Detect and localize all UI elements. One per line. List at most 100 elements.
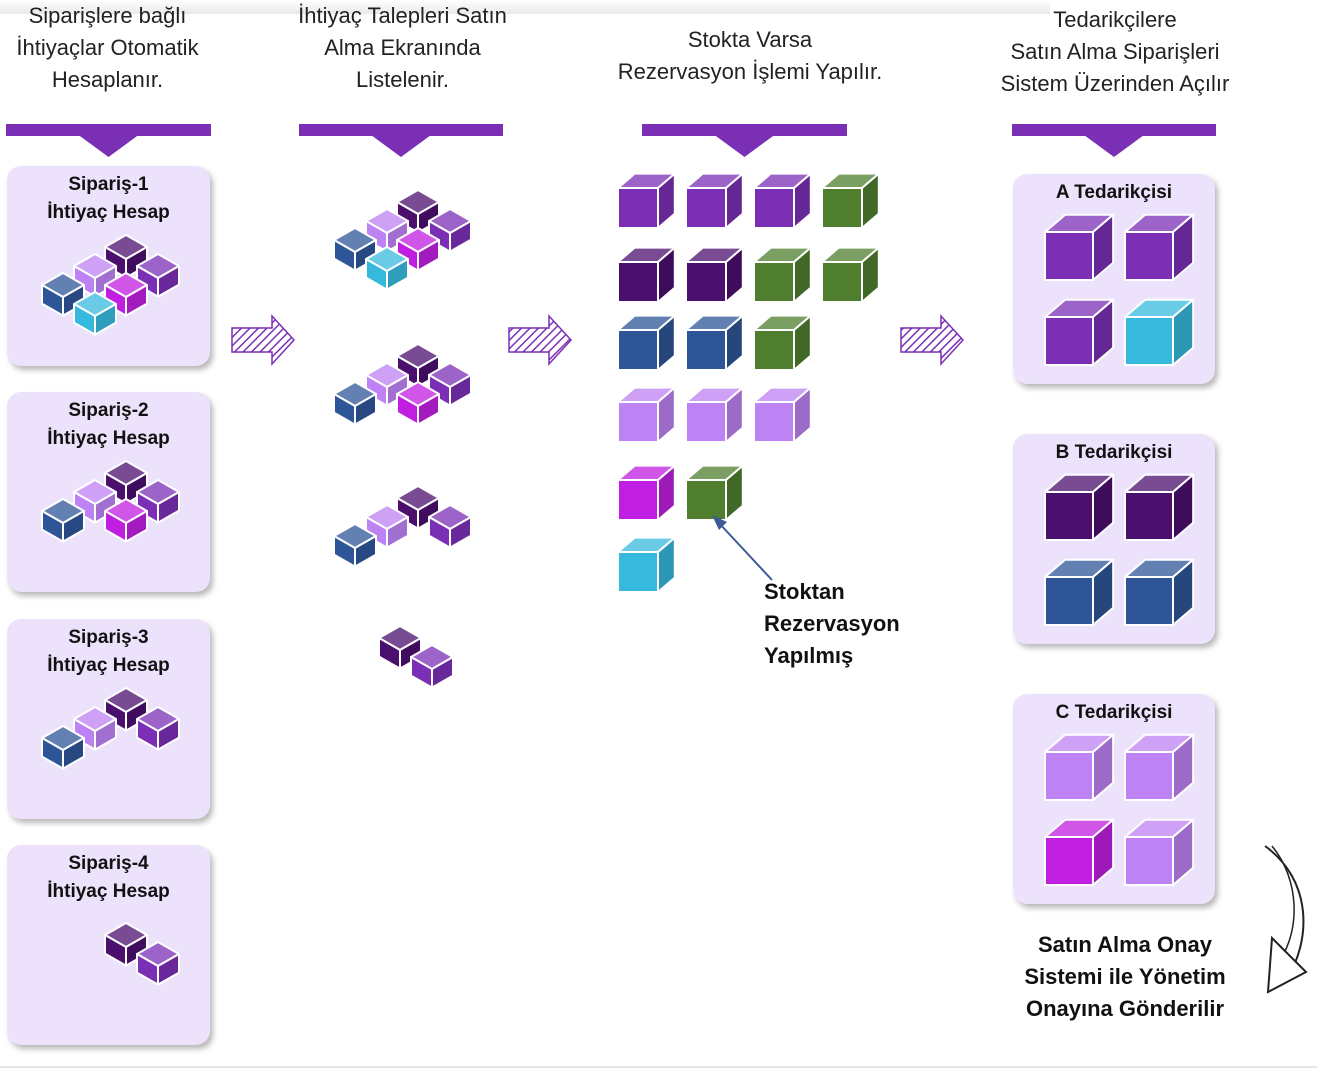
- column-title-line: Sistem Üzerinden Açılır: [1000, 71, 1230, 96]
- header-bar: [6, 124, 211, 136]
- supplier-name: B Tedarikçisi: [1055, 442, 1173, 463]
- cube-icon: [365, 208, 409, 253]
- header-pointer-icon: [371, 135, 431, 157]
- cube-icon: [685, 172, 744, 229]
- column-title-4: Tedarikçilere Satın Alma Siparişleri Sis…: [980, 4, 1250, 100]
- cube-icon: [617, 246, 676, 303]
- cube-icon: [753, 386, 812, 443]
- cube-icon: [396, 227, 440, 272]
- cube-icon: [396, 485, 440, 530]
- order-card-label: İhtiyaç Hesap: [47, 428, 170, 449]
- cube-icon: [104, 460, 148, 505]
- reservation-note-line: Yapılmış: [764, 643, 854, 668]
- cube-icon: [428, 504, 472, 549]
- curved-arrow-head: [1266, 935, 1308, 994]
- column-title-line: Stokta Varsa: [687, 27, 813, 52]
- reservation-pointer-arrowhead: [712, 515, 727, 530]
- final-note-line: Sistemi ile Yönetim: [1024, 964, 1226, 989]
- header-pointer-icon: [1084, 135, 1144, 157]
- cube-icon: [1044, 818, 1115, 886]
- header-bar: [1012, 124, 1216, 136]
- cube-icon: [617, 464, 676, 521]
- cube-icon: [104, 498, 148, 543]
- cube-icon: [1044, 298, 1115, 366]
- cube-icon: [333, 381, 377, 426]
- cube-icon: [685, 314, 744, 371]
- cube-icon: [1124, 558, 1195, 626]
- cube-icon: [821, 246, 880, 303]
- cube-icon: [753, 172, 812, 229]
- column-title-line: Alma Ekranında: [324, 35, 481, 60]
- cube-icon: [1124, 213, 1195, 281]
- final-note-line: Onayına Gönderilir: [1025, 996, 1225, 1021]
- column-title-line: İhtiyaç Talepleri Satın: [298, 3, 507, 28]
- cube-icon: [136, 941, 180, 986]
- cube-icon: [136, 706, 180, 751]
- supplier-name: C Tedarikçisi: [1055, 702, 1173, 723]
- reservation-note: Stoktan Rezervasyon Yapılmış: [764, 576, 964, 672]
- header-pointer-icon: [714, 135, 775, 157]
- right-arrow-icon: [231, 314, 296, 366]
- cube-icon: [378, 625, 422, 670]
- cube-icon: [410, 644, 454, 689]
- cube-icon: [1124, 733, 1195, 801]
- cube-icon: [41, 498, 85, 543]
- cube-icon: [396, 381, 440, 426]
- cube-icon: [685, 464, 744, 521]
- column-title-line: Siparişlere bağlı: [28, 3, 187, 28]
- cube-icon: [73, 706, 117, 751]
- cube-icon: [821, 172, 880, 229]
- reservation-pointer-line: [717, 521, 773, 581]
- cube-icon: [617, 314, 676, 371]
- final-note: Satın Alma Onay Sistemi ile Yönetim Onay…: [995, 929, 1255, 1025]
- column-title-line: Satın Alma Siparişleri: [1010, 39, 1220, 64]
- column-title-2: İhtiyaç Talepleri Satın Alma Ekranında L…: [280, 0, 525, 96]
- right-arrow-icon: [508, 314, 573, 366]
- order-card-label: İhtiyaç Hesap: [47, 655, 170, 676]
- cube-icon: [73, 291, 117, 336]
- cube-icon: [365, 362, 409, 407]
- reservation-note-line: Rezervasyon: [764, 611, 900, 636]
- cube-icon: [333, 523, 377, 568]
- cube-icon: [396, 343, 440, 388]
- cube-icon: [685, 246, 744, 303]
- cube-icon: [1124, 473, 1195, 541]
- supplier-name: A Tedarikçisi: [1055, 182, 1173, 203]
- header-bar: [642, 124, 847, 136]
- curved-arrow-inner-line: [1271, 845, 1295, 961]
- cube-icon: [685, 386, 744, 443]
- order-card-name: Sipariş-2: [68, 400, 149, 421]
- cube-icon: [1124, 298, 1195, 366]
- header-pointer-icon: [78, 135, 139, 157]
- cube-icon: [365, 246, 409, 291]
- cube-icon: [1124, 818, 1195, 886]
- cube-icon: [1044, 558, 1115, 626]
- cube-icon: [104, 922, 148, 967]
- reservation-note-line: Stoktan: [764, 579, 845, 604]
- cube-icon: [136, 253, 180, 298]
- cube-icon: [1044, 213, 1115, 281]
- header-bar: [299, 124, 503, 136]
- column-title-line: Tedarikçilere: [1053, 7, 1177, 32]
- cube-icon: [617, 536, 676, 593]
- cube-icon: [365, 504, 409, 549]
- cube-icon: [617, 172, 676, 229]
- top-divider: [0, 0, 1050, 14]
- cube-icon: [136, 479, 180, 524]
- cube-icon: [333, 227, 377, 272]
- cube-icon: [428, 208, 472, 253]
- cube-icon: [1044, 733, 1115, 801]
- column-title-line: İhtiyaçlar Otomatik: [16, 35, 199, 60]
- column-title-3: Stokta Varsa Rezervasyon İşlemi Yapılır.: [600, 24, 900, 88]
- column-title-1: Siparişlere bağlı İhtiyaçlar Otomatik He…: [0, 0, 215, 96]
- order-card-label: İhtiyaç Hesap: [47, 881, 170, 902]
- column-title-line: Hesaplanır.: [51, 67, 164, 92]
- cube-icon: [617, 386, 676, 443]
- order-card-name: Sipariş-3: [68, 627, 149, 648]
- order-card-label: İhtiyaç Hesap: [47, 202, 170, 223]
- cube-icon: [753, 314, 812, 371]
- bottom-divider: [0, 1066, 1317, 1068]
- final-note-line: Satın Alma Onay: [1037, 932, 1212, 957]
- cube-icon: [41, 725, 85, 770]
